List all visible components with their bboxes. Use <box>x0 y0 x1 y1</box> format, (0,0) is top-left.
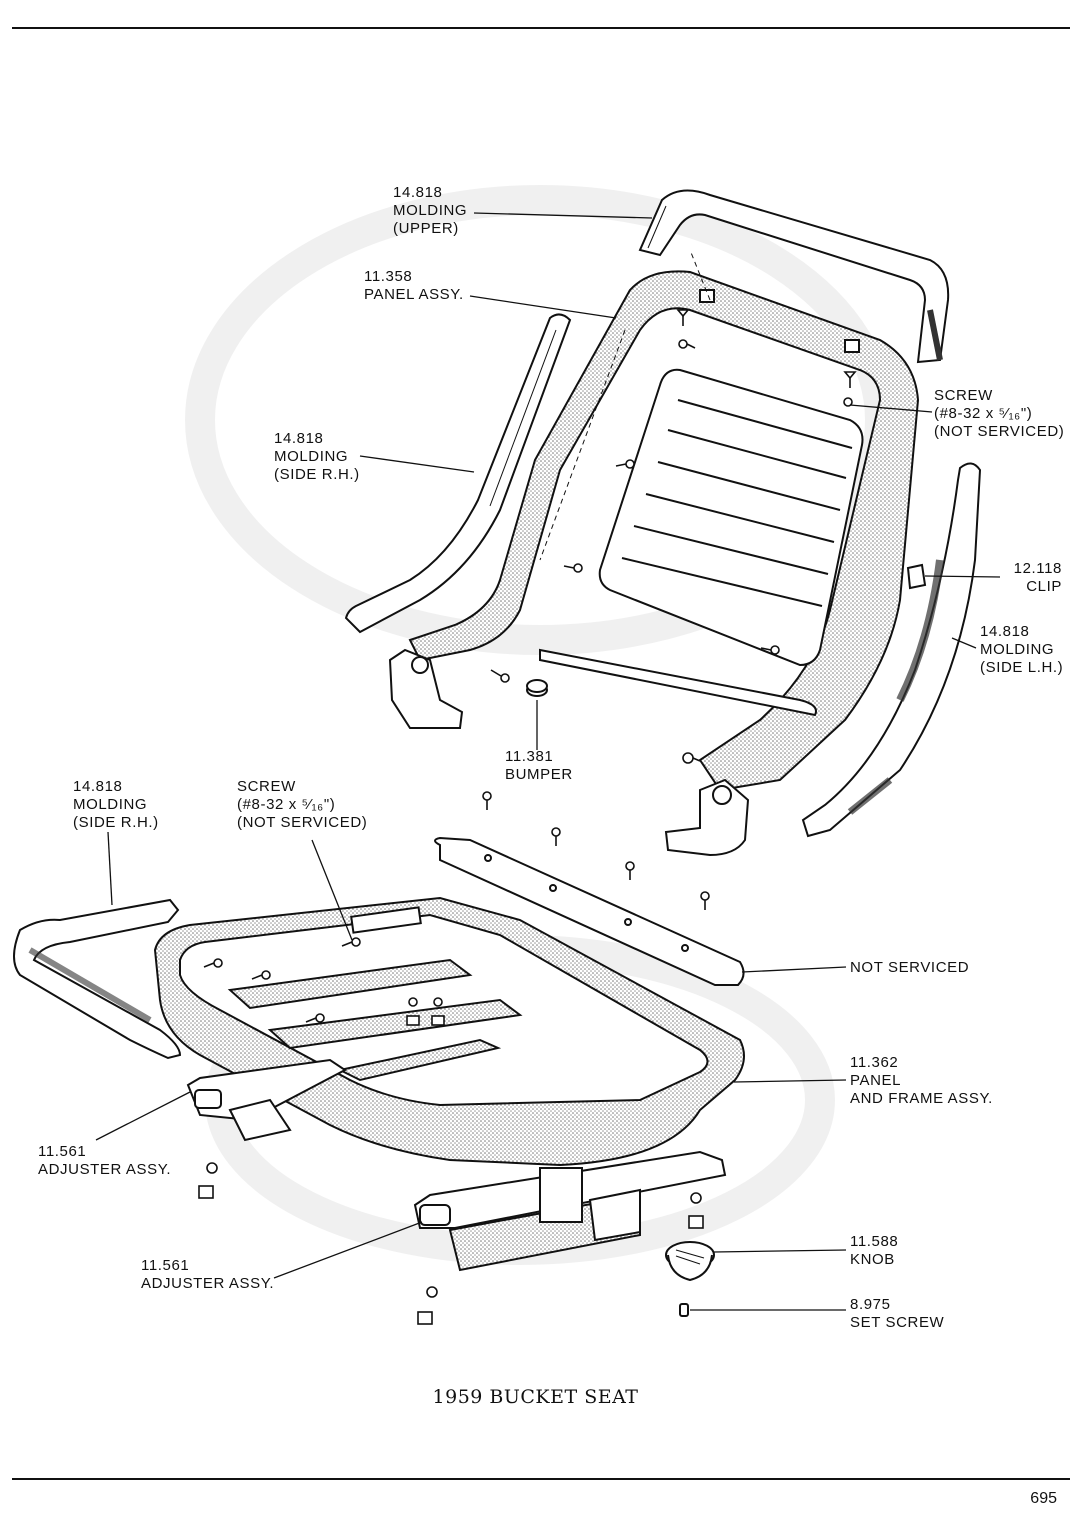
side-rh-molding-cushion <box>13 898 182 1060</box>
cushion-panel-frame <box>153 896 745 1167</box>
leader-lines <box>95 212 1001 1311</box>
upper-molding <box>638 189 950 364</box>
back-panel-assembly <box>388 270 920 857</box>
adjuster-left <box>186 1058 347 1142</box>
side-rh-molding-back <box>344 313 572 634</box>
figure-caption: 1959 BUCKET SEAT <box>432 1386 639 1408</box>
loose-fasteners <box>198 309 857 1325</box>
set-screw-part <box>679 1303 689 1317</box>
alignment-lines <box>539 249 711 561</box>
bottom-rule <box>12 1478 1070 1480</box>
bumper-part <box>526 679 548 697</box>
label-screw-back: SCREW(#8-32 x ⁵⁄₁₆")(NOT SERVICED) <box>934 387 1065 440</box>
page-number: 695 <box>1030 1490 1057 1507</box>
not-serviced-strip <box>434 836 745 986</box>
label-not-serviced: NOT SERVICED <box>850 959 970 976</box>
top-rule <box>12 27 1070 29</box>
knob-part <box>665 1241 715 1282</box>
clip-part <box>906 563 927 590</box>
label-screw-cushion: SCREW(#8-32 x ⁵⁄₁₆")(NOT SERVICED) <box>237 778 368 831</box>
side-lh-molding <box>801 462 982 838</box>
adjuster-right <box>413 1150 727 1272</box>
